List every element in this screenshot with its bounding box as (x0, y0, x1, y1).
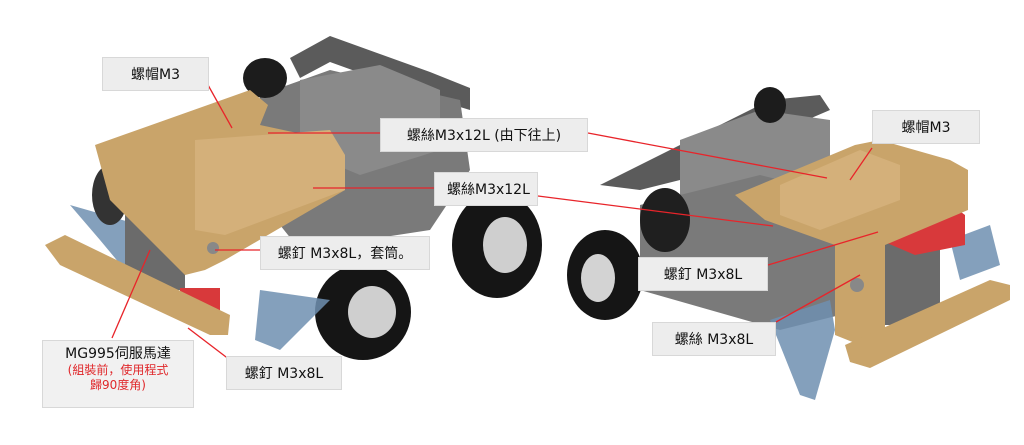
callout-line-left-nut (207, 84, 233, 129)
label-screw-12l: 螺絲M3x12L (434, 172, 538, 206)
label-right-nail-8l: 螺釘 M3x8L (638, 257, 768, 291)
label-servo-note-1: (組裝前，使用程式 (67, 363, 169, 377)
right-wheel-front-hub (581, 254, 615, 302)
left-rear-wheel-top (243, 58, 287, 98)
right-wheel-back (640, 188, 690, 252)
callout-line-right-nail (767, 231, 879, 266)
label-left-nail-8l: 螺釘 M3x8L (226, 356, 342, 390)
left-wood-bumper (45, 235, 230, 335)
left-wood-top-plate (195, 130, 345, 235)
callout-line-screw-12l-bottom-up-right (587, 132, 828, 179)
callout-line-left-nail (187, 327, 231, 361)
label-servo-title: MG995伺服馬達 (65, 346, 171, 362)
callout-lines (111, 84, 879, 361)
left-robot (45, 36, 542, 360)
right-wheel-top-right (754, 87, 786, 123)
right-wood-bumper (845, 280, 1010, 368)
left-blue-bracket-2 (255, 290, 330, 350)
callout-line-right-screw (775, 274, 861, 323)
callout-line-servo (111, 249, 151, 339)
right-flange-screw (850, 278, 864, 292)
right-blue-bracket (770, 300, 835, 400)
label-nail-8l-sleeve: 螺釘 M3x8L，套筒。 (260, 236, 430, 270)
right-robot (567, 87, 1010, 400)
label-screw-12l-bottom-up: 螺絲M3x12L (由下往上) (380, 118, 588, 152)
left-sleeve-screw (207, 242, 219, 254)
label-servo: MG995伺服馬達 (組裝前，使用程式 歸90度角) (42, 340, 194, 408)
callout-line-screw-12l-right (537, 195, 774, 227)
right-wood-top-plate (780, 150, 900, 230)
label-right-screw-8l: 螺絲 M3x8L (652, 322, 776, 356)
label-left-nut: 螺帽M3 (102, 57, 209, 91)
label-servo-note-2: 歸90度角) (90, 378, 146, 392)
left-wheel-front-hub (348, 286, 396, 338)
callout-line-right-nut (849, 147, 873, 181)
left-wheel-back-hub (483, 217, 527, 273)
label-right-nut: 螺帽M3 (872, 110, 980, 144)
